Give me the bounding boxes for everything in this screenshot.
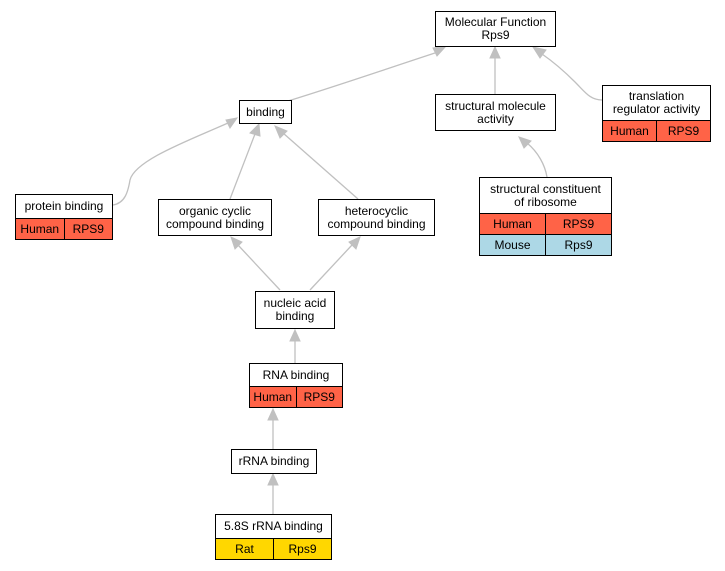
edge-hcb-to-binding (282, 132, 359, 200)
ortholog-row: Rat Rps9 (216, 538, 331, 559)
node-label: organic cyclic compound binding (165, 203, 265, 231)
node-structural-molecule-activity[interactable]: structural molecule activity (435, 94, 556, 131)
node-rna-binding[interactable]: RNA binding Human RPS9 (249, 363, 343, 408)
node-label: RNA binding (262, 367, 330, 382)
species-cell: Human (493, 217, 532, 231)
edge-pb-to-binding (112, 122, 229, 206)
node-rrna-binding[interactable]: rRNA binding (231, 449, 317, 474)
node-label: binding (246, 104, 285, 119)
gene-cell: RPS9 (63, 219, 113, 239)
edge-occb-to-binding (229, 133, 256, 200)
arrowhead (432, 45, 448, 57)
arrowhead (267, 472, 279, 486)
node-binding[interactable]: binding (239, 100, 292, 124)
edge-binding-to-mf (287, 51, 439, 102)
gene-cell: RPS9 (656, 121, 710, 141)
arrowhead (267, 407, 279, 421)
node-label: rRNA binding (238, 454, 310, 468)
ortholog-row: Human RPS9 (603, 120, 710, 141)
species-cell: Human (610, 124, 649, 138)
node-label: structural constituent of ribosome (490, 181, 601, 209)
node-label: heterocyclic compound binding (327, 203, 426, 231)
species-cell: Human (253, 390, 293, 404)
arrowhead (230, 236, 243, 250)
gene-cell: RPS9 (295, 387, 343, 407)
arrowhead (225, 117, 239, 129)
ortholog-row: Human RPS9 (250, 386, 342, 407)
arrowhead (348, 236, 361, 250)
edge-scr-to-sma (526, 142, 548, 178)
node-label: protein binding (24, 199, 104, 213)
ortholog-row: Mouse Rps9 (480, 234, 611, 255)
node-label: 5.8S rRNA binding (224, 519, 323, 533)
node-molecular-function[interactable]: Molecular Function Rps9 (435, 11, 556, 47)
edge-nab-to-occb (237, 244, 281, 291)
species-cell: Mouse (494, 238, 531, 252)
ortholog-row: Human RPS9 (16, 218, 112, 239)
species-cell: Human (20, 222, 60, 236)
arrowhead (531, 46, 547, 59)
ortholog-row: Human RPS9 (480, 213, 611, 234)
arrowhead (518, 136, 532, 149)
arrowhead (249, 122, 261, 137)
node-5-8s-rrna-binding[interactable]: 5.8S rRNA binding Rat Rps9 (215, 514, 332, 560)
node-translation-regulator-activity[interactable]: translation regulator activity Human RPS… (602, 85, 711, 142)
node-protein-binding[interactable]: protein binding Human RPS9 (15, 194, 113, 240)
arrowhead (289, 328, 301, 342)
node-structural-constituent-of-ribosome[interactable]: structural constituent of ribosome Human… (479, 177, 612, 256)
node-label: structural molecule activity (445, 98, 546, 126)
edge-nab-to-hcb (309, 244, 353, 291)
gene-cell: RPS9 (545, 214, 611, 234)
node-organic-cyclic-compound-binding[interactable]: organic cyclic compound binding (158, 199, 272, 236)
edge-tra-to-mf (541, 53, 603, 101)
gene-cell: Rps9 (545, 235, 611, 255)
node-nucleic-acid-binding[interactable]: nucleic acid binding (255, 291, 335, 329)
gene-cell: Rps9 (273, 539, 331, 559)
node-label: translation regulator activity (612, 89, 701, 116)
node-label: Molecular Function Rps9 (444, 15, 547, 42)
node-label: nucleic acid binding (263, 296, 327, 323)
arrowhead (489, 45, 501, 59)
node-heterocyclic-compound-binding[interactable]: heterocyclic compound binding (318, 199, 435, 236)
species-cell: Rat (235, 542, 254, 556)
arrowhead (274, 125, 288, 139)
